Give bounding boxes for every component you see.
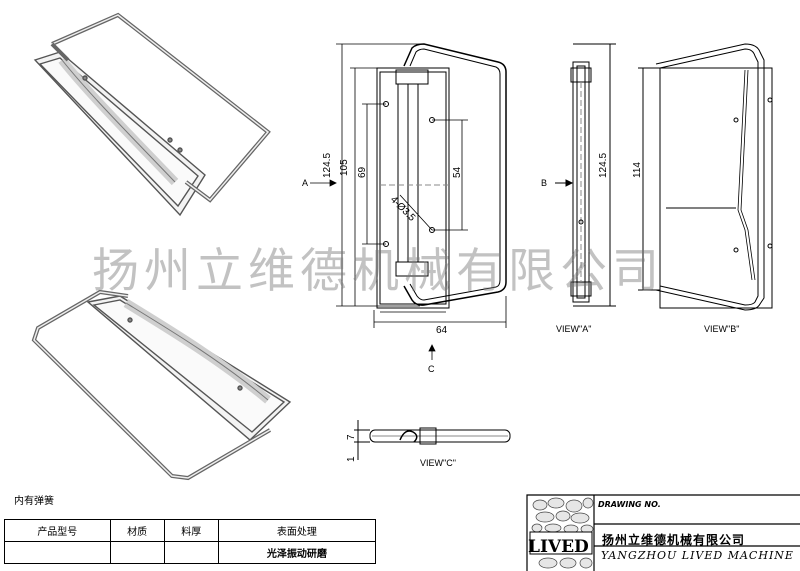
watermark-text: 扬州立维德机械有限公司 (92, 244, 664, 299)
dim-105: 105 (339, 159, 350, 176)
value-material (109, 541, 165, 564)
dim-54: 54 (452, 166, 463, 178)
dim-124-5-side: 124.5 (598, 153, 609, 178)
value-model (4, 541, 111, 564)
note-spring: 内有弹簧 (14, 496, 54, 507)
company-name-cn: 扬州立维德机械有限公司 (602, 533, 746, 547)
front-view (376, 43, 507, 309)
view-a-label: VIEW"A" (556, 324, 591, 334)
iso-view-top (33, 12, 271, 217)
logo-pattern (531, 497, 594, 569)
view-b-label: VIEW"B" (704, 324, 739, 334)
table-row: 光泽振动研磨 (4, 541, 377, 564)
label-a: A (302, 178, 308, 188)
header-thickness: 料厚 (163, 519, 219, 542)
label-c: C (428, 364, 435, 374)
view-c-label: VIEW"C" (420, 458, 456, 468)
value-thickness (163, 541, 219, 564)
table-row: 产品型号 材质 料厚 表面处理 (4, 519, 377, 542)
drawing-no-label: DRAWING NO. (598, 500, 661, 509)
dim-7: 7 (346, 434, 357, 440)
label-b: B (541, 178, 547, 188)
iso-view-bottom (31, 289, 292, 481)
company-name-en: YANGZHOU LIVED MACHINE (601, 549, 794, 562)
header-material: 材质 (109, 519, 165, 542)
spec-table: 产品型号 材质 料厚 表面处理 光泽振动研磨 (4, 519, 377, 564)
logo-box (529, 531, 593, 555)
header-model: 产品型号 (4, 519, 111, 542)
view-c (354, 420, 511, 460)
header-finish: 表面处理 (217, 519, 377, 542)
dim-64: 64 (436, 325, 448, 336)
dim-124-5-front: 124.5 (322, 153, 333, 178)
view-a (555, 43, 616, 307)
value-finish: 光泽振动研磨 (217, 541, 377, 564)
logo: LIVED (528, 537, 589, 557)
dim-69: 69 (357, 166, 368, 178)
dim-114: 114 (632, 162, 643, 178)
title-block-frame (526, 494, 800, 571)
front-view-dimensions (310, 43, 507, 360)
view-b (638, 43, 773, 311)
dim-1: 1 (346, 456, 357, 462)
